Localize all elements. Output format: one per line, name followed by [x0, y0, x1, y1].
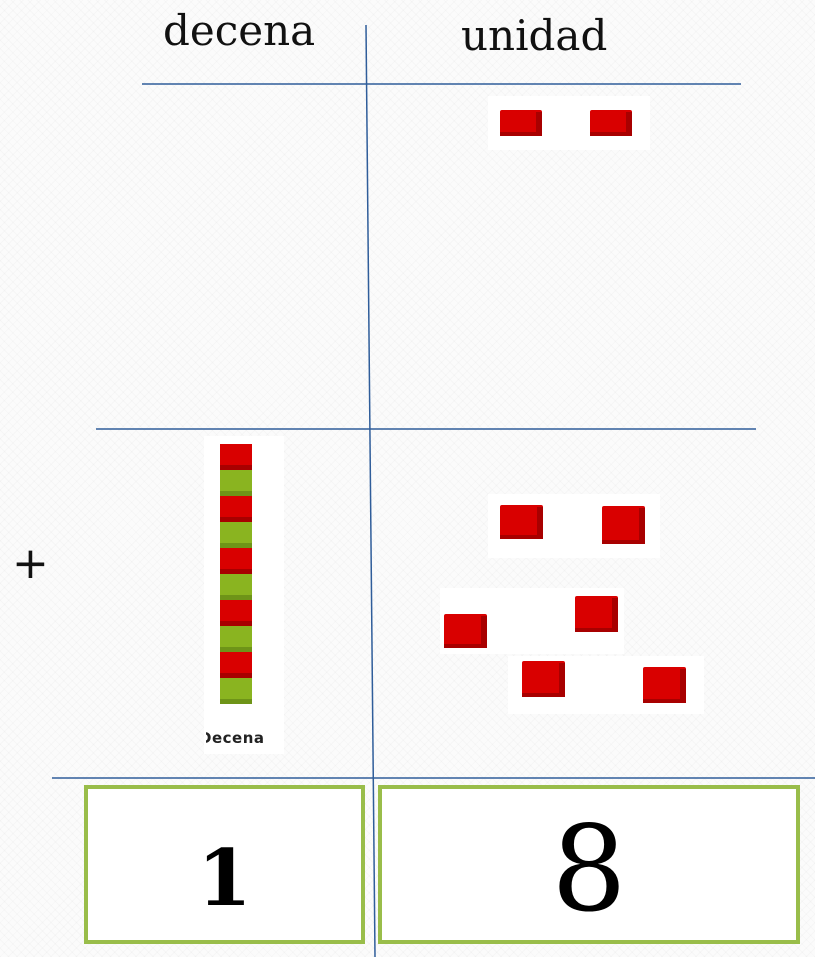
- unit-block: [575, 596, 618, 632]
- tens-rod-label: Decena: [206, 729, 268, 747]
- unit-block: [500, 110, 542, 136]
- rod-segment-green: [220, 678, 252, 704]
- tens-rod: [220, 444, 252, 704]
- tens-column-header: decena: [163, 10, 315, 52]
- result-tens-digit: 1: [197, 840, 251, 918]
- unit-block: [602, 506, 645, 544]
- plus-sign: +: [12, 542, 49, 586]
- result-units-box: 8: [378, 785, 800, 944]
- unit-block: [444, 614, 487, 648]
- units-column-header: unidad: [461, 15, 607, 57]
- result-tens-box: 1: [84, 785, 365, 944]
- rod-segment-red: [220, 444, 252, 470]
- rod-segment-green: [220, 470, 252, 496]
- rod-segment-red: [220, 548, 252, 574]
- result-units-digit: 8: [551, 810, 626, 928]
- rod-segment-red: [220, 600, 252, 626]
- grid-line-column-divider: [366, 25, 375, 957]
- rod-segment-green: [220, 522, 252, 548]
- unit-block: [500, 505, 543, 539]
- rod-segment-green: [220, 574, 252, 600]
- unit-block: [590, 110, 632, 136]
- rod-segment-red: [220, 652, 252, 678]
- unit-block: [522, 661, 565, 697]
- rod-segment-red: [220, 496, 252, 522]
- unit-block: [643, 667, 686, 703]
- rod-segment-green: [220, 626, 252, 652]
